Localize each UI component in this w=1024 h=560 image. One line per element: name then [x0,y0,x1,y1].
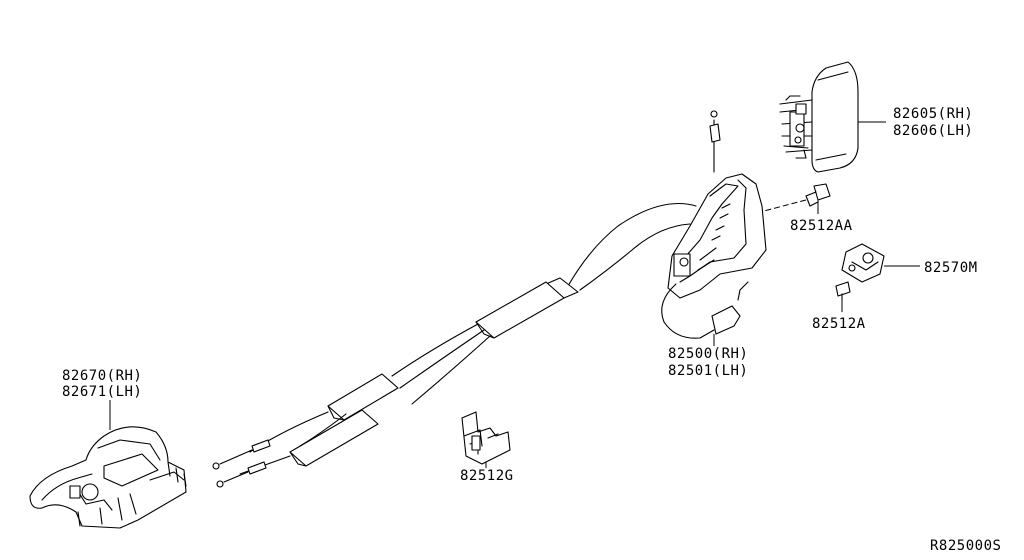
outside-handle-part [779,61,859,173]
clip-82512g-part [461,411,511,465]
inside-handle-part [29,426,187,529]
striker-part [841,243,885,283]
label-82512a: 82512A [812,316,866,332]
label-82570m: 82570M [924,260,978,276]
label-82512g: 82512G [460,468,514,484]
label-82606: 82606(LH) [893,123,973,139]
door-lock-actuator-part [661,110,767,339]
reference-code: R825000S [930,538,1001,554]
label-82500: 82500(RH) [668,346,748,362]
cable-assembly-part [212,203,697,488]
label-82670: 82670(RH) [62,368,142,384]
label-82605: 82605(RH) [893,106,973,122]
screw-82512a-part [835,281,851,301]
label-82512aa: 82512AA [790,218,853,234]
label-82671: 82671(LH) [62,384,142,400]
label-82501: 82501(LH) [668,363,748,379]
bolt-82512aa-part [759,183,831,213]
